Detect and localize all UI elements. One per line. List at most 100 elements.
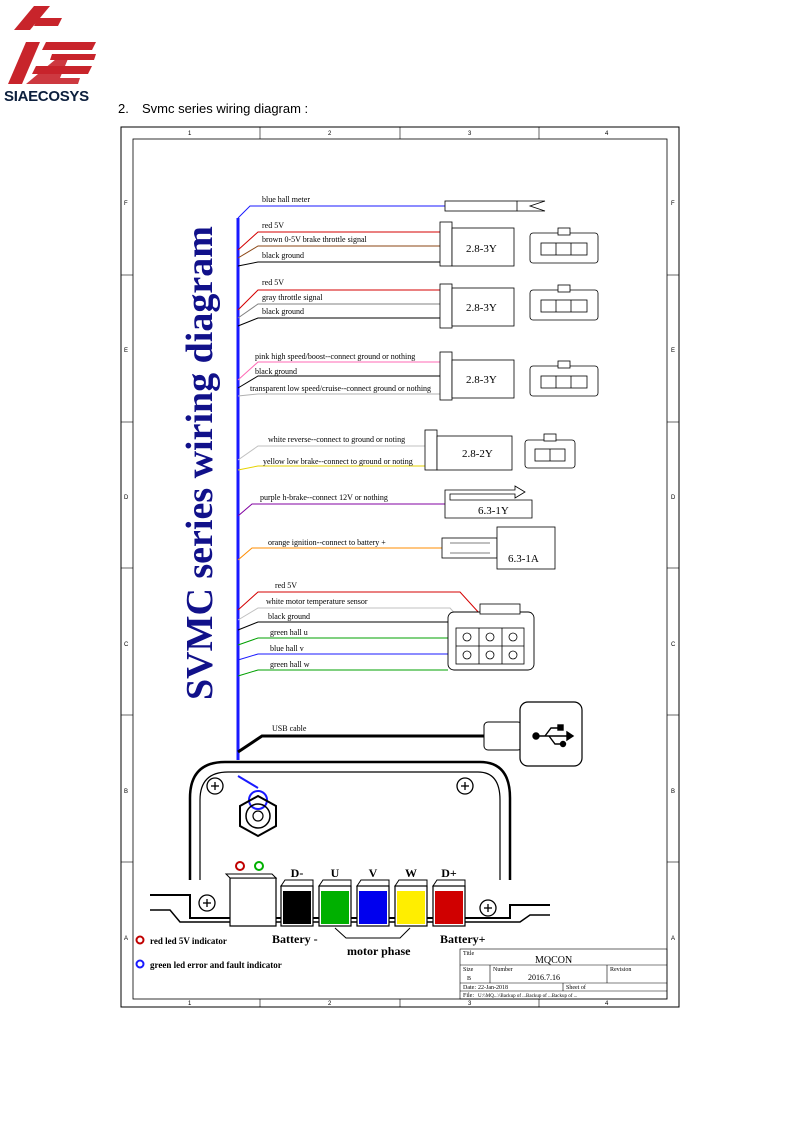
wire-label-usb: USB cable (272, 724, 307, 733)
title-block-text: Title MQCON Size B Number 2016.7.16 Revi… (463, 951, 631, 999)
logo-mark (8, 6, 96, 84)
mating-plug-2 (529, 289, 599, 321)
wire-label-red-5v-3: red 5V (275, 581, 297, 590)
grid-ticks (121, 127, 679, 1007)
terminal-label: U (331, 866, 340, 880)
wire-label-ground-1: black ground (262, 251, 304, 260)
wire-group-h-brake: purple h-brake--connect 12V or nothing 6… (237, 485, 533, 519)
grid-row-b: B (124, 789, 128, 795)
terminal-color-fill (435, 891, 463, 924)
grid-col-3: 3 (468, 131, 472, 137)
grid-row-a: A (124, 936, 128, 942)
wire-label-brake-signal: brown 0-5V brake throttle signal (262, 235, 367, 244)
battery-minus-label: Battery - (272, 932, 318, 946)
grid-col-1: 1 (188, 131, 192, 137)
tb-size-value: B (467, 976, 471, 982)
legend-green-led: green led error and fault indicator (150, 960, 282, 970)
tb-date-label: Date: (463, 985, 476, 991)
red-led (235, 861, 245, 871)
grid-row-a-right: A (671, 936, 675, 942)
wire-label-boost: pink high speed/boost--connect ground or… (255, 352, 415, 361)
wire-group-reverse: white reverse--connect to ground or noti… (237, 429, 576, 471)
wire-label-temp-sensor: white motor temperature sensor (266, 597, 368, 606)
motor-phase-label: motor phase (347, 944, 411, 958)
grid-row-d: D (124, 495, 129, 501)
grid-col-1-bottom: 1 (188, 1001, 192, 1007)
grid-row-c: C (124, 642, 129, 648)
grid-col-3-bottom: 3 (468, 1001, 472, 1007)
terminal-label: D- (291, 866, 304, 880)
tb-title-value: MQCON (535, 955, 572, 966)
grid-col-2-bottom: 2 (328, 1001, 332, 1007)
terminal-label: W (405, 866, 417, 880)
wire-label-low-brake: yellow low brake--connect to ground or n… (263, 457, 413, 466)
grid-row-f-right: F (671, 201, 675, 207)
terminal-color-fill (359, 891, 387, 924)
mounting-screw (198, 777, 497, 917)
grid-row-f: F (124, 201, 128, 207)
logo-text: SIAECOSYS (4, 88, 89, 105)
tb-date-value: 22-Jan-2018 (478, 985, 508, 991)
siaecosys-logo: SIAECOSYS (0, 0, 105, 110)
vertical-title: SVMC series wiring diagram (179, 226, 221, 700)
connector-label-4: 2.8-2Y (462, 448, 493, 460)
wire-label-cruise: transparent low speed/cruise--connect gr… (250, 384, 431, 393)
wire-hall-meter: blue hall meter (237, 195, 546, 219)
grid-col-4-bottom: 4 (605, 1001, 609, 1007)
legend-green-led-icon (135, 959, 145, 969)
terminal-u: U (318, 866, 352, 927)
connector-box-3 (451, 359, 515, 399)
led-legend: red led 5V indicator green led error and… (135, 935, 282, 970)
wire-group-throttle: red 5V gray throttle signal black ground… (237, 278, 599, 329)
terminal-w: W (394, 866, 428, 927)
connector-label-3: 2.8-3Y (466, 374, 497, 386)
grid-row-e-right: E (671, 348, 675, 354)
green-led (254, 861, 264, 871)
grid-col-2: 2 (328, 131, 332, 137)
spade-connector-6-3-1y (444, 485, 533, 519)
terminal-color-fill (321, 891, 349, 924)
terminal-v: V (356, 866, 390, 927)
tb-number-value: 2016.7.16 (528, 973, 560, 982)
terminal-color-fill (397, 891, 425, 924)
legend-red-led-icon (135, 935, 145, 945)
terminal-dplus: D+ (432, 866, 466, 927)
tb-file-value: U:\\MQ...\\Backup of ...Backup of ...Bac… (478, 994, 577, 999)
connector-label-6: 6.3-1A (508, 553, 539, 565)
wire-label-ground-3: black ground (255, 367, 297, 376)
terminal-color-fill (283, 891, 311, 924)
grid-row-c-right: C (671, 642, 676, 648)
tb-number-label: Number (493, 967, 513, 973)
wire-label-hall-meter: blue hall meter (262, 195, 310, 204)
wire-label-ground-2: black ground (262, 307, 304, 316)
terminal-label: D+ (441, 866, 457, 880)
cable-gland (237, 775, 277, 838)
terminal-dminus: D- (280, 866, 314, 927)
usb-icon (532, 724, 575, 748)
wire-usb-cable: USB cable (237, 701, 583, 767)
wire-label-red-5v-1: red 5V (262, 221, 284, 230)
tb-revision-label: Revision (610, 967, 631, 973)
power-terminals: D- U V W D+ (280, 866, 466, 927)
grid-row-d-right: D (671, 495, 676, 501)
motor-phase-bracket (334, 927, 411, 939)
tb-title-label: Title (463, 951, 474, 957)
grid-labels: 1 2 3 4 1 2 3 4 F E D C B A F E D C B A (124, 131, 676, 1007)
wire-group-brake-throttle: red 5V brown 0-5V brake throttle signal … (237, 221, 599, 267)
wire-label-h-brake: purple h-brake--connect 12V or nothing (260, 493, 388, 502)
white-block (229, 877, 277, 927)
wire-group-hall-sensor: red 5V white motor temperature sensor bl… (237, 581, 535, 677)
connector-box-1 (451, 227, 515, 267)
heading-text: Svmc series wiring diagram : (142, 101, 309, 116)
wire-label-reverse: white reverse--connect to ground or noti… (268, 435, 405, 444)
wire-label-ignition: orange ignition--connect to battery + (268, 538, 386, 547)
wire-label-hall-u: green hall u (270, 628, 308, 637)
connector-box-2 (451, 287, 515, 327)
connector-label-2: 2.8-3Y (466, 302, 497, 314)
mating-plug-3 (529, 365, 599, 397)
wire-label-hall-v: blue hall v (270, 644, 304, 653)
connector-label-1: 2.8-3Y (466, 243, 497, 255)
title-block (459, 948, 668, 1000)
battery-plus-label: Battery+ (440, 932, 486, 946)
